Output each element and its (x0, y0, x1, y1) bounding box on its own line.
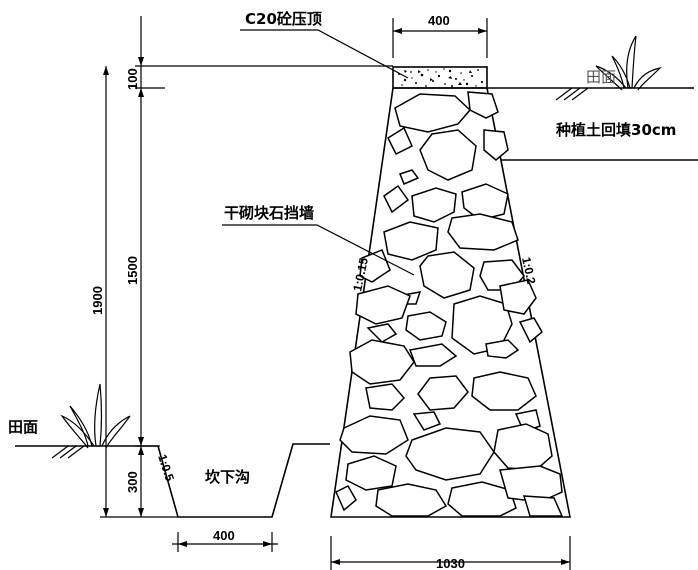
backfill-label: 种植土回填30cm (555, 121, 676, 139)
ditch-label: 坎下沟 (205, 468, 250, 486)
stone-retaining-wall (330, 87, 571, 518)
cap-width-dimension: 400 (428, 13, 450, 28)
cap-height-dimension: 100 (125, 68, 140, 90)
ground-hatch-icon (51, 445, 85, 459)
field-surface-right-label: 田面 (586, 68, 616, 86)
exposed-height-dimension: 1500 (125, 256, 140, 285)
front-slope-ratio: 1:0.15 (350, 256, 371, 293)
total-height-dimension: 1900 (90, 286, 105, 315)
ditch-slope-ratio: 1:0.5 (155, 453, 177, 484)
cap-label: C20砼压顶 (245, 10, 322, 28)
grass-icon (60, 383, 131, 449)
wall-type-label: 干砌块石挡墙 (224, 204, 314, 222)
grass-icon (595, 35, 662, 91)
ground-hatch-icon (555, 87, 589, 101)
rubble-stones (335, 91, 564, 517)
dimension-lines (100, 16, 571, 570)
ditch-bottom-dimension: 400 (213, 528, 235, 543)
back-slope-ratio: 1:0.2 (519, 256, 538, 286)
field-surface-left-label: 田面 (8, 418, 38, 436)
leader-lines (222, 29, 415, 276)
ditch-depth-dimension: 300 (125, 471, 140, 493)
base-width-dimension: 1030 (436, 556, 465, 570)
